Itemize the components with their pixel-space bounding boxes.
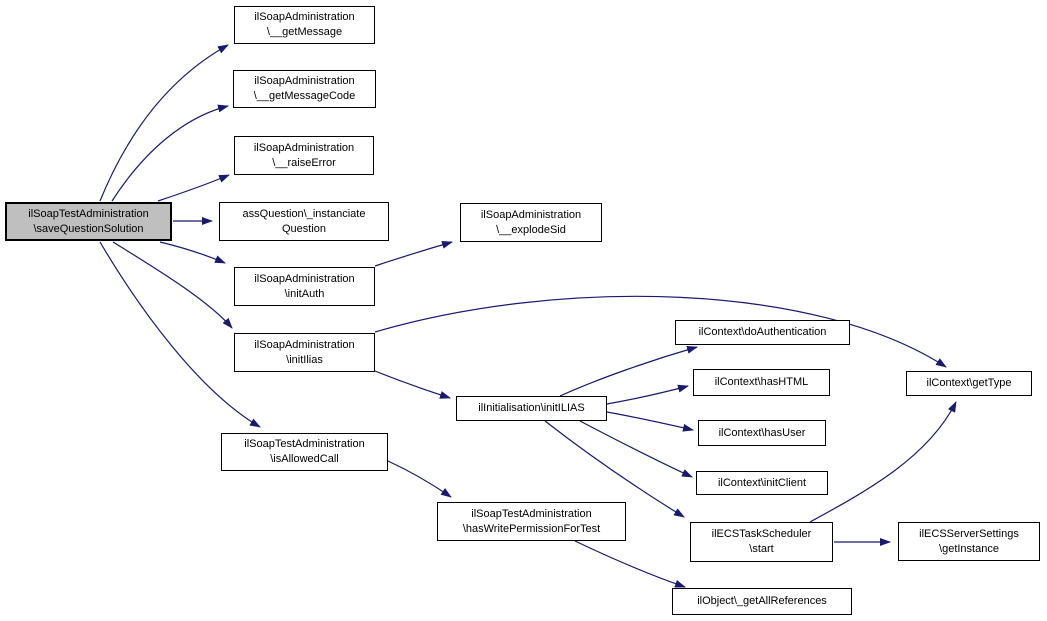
edge-saveQuestionSolution-to-getMessage xyxy=(99,44,229,202)
edge-hasWritePermissionForTest-to-getAllReferences xyxy=(574,540,686,588)
node-doAuthentication[interactable]: ilContext\doAuthentication xyxy=(675,320,850,345)
node-hasWritePermissionForTest[interactable]: ilSoapTestAdministration \hasWritePermis… xyxy=(437,502,626,541)
node-raiseError[interactable]: ilSoapAdministration \__raiseError xyxy=(234,136,374,175)
node-initILIAS[interactable]: ilInitialisation\initILIAS xyxy=(456,396,607,421)
edge-initILIAS-to-doAuthentication xyxy=(559,345,698,397)
node-getType[interactable]: ilContext\getType xyxy=(906,371,1032,396)
node-hasHTML[interactable]: ilContext\hasHTML xyxy=(693,369,830,396)
edge-initILIAS-to-initClient xyxy=(579,420,693,478)
edge-initIlias-to-initILIAS xyxy=(374,370,451,399)
node-getMessage[interactable]: ilSoapAdministration \__getMessage xyxy=(234,6,375,44)
edge-ecsTaskSchedulerStart-to-getType xyxy=(809,401,957,523)
node-ecsServerSettingsGetInstance[interactable]: ilECSServerSettings \getInstance xyxy=(898,522,1040,561)
edge-saveQuestionSolution-to-getMessageCode xyxy=(111,104,229,202)
edge-initIlias-to-getType xyxy=(374,295,947,368)
node-explodeSid[interactable]: ilSoapAdministration \__explodeSid xyxy=(460,203,602,242)
node-initAuth[interactable]: ilSoapAdministration \initAuth xyxy=(234,267,375,306)
edge-initILIAS-to-hasUser xyxy=(606,411,694,432)
node-getAllReferences[interactable]: ilObject\_getAllReferences xyxy=(672,588,852,615)
edge-initAuth-to-explodeSid xyxy=(374,240,453,267)
node-hasUser[interactable]: ilContext\hasUser xyxy=(698,420,826,446)
edge-saveQuestionSolution-to-initAuth xyxy=(159,241,226,264)
edge-saveQuestionSolution-to-raiseError xyxy=(157,174,230,202)
node-initIlias[interactable]: ilSoapAdministration \initIlias xyxy=(234,333,375,372)
edge-saveQuestionSolution-to-isAllowedCall xyxy=(99,241,261,428)
edge-initILIAS-to-ecsTaskSchedulerStart xyxy=(544,420,685,518)
node-isAllowedCall[interactable]: ilSoapTestAdministration \isAllowedCall xyxy=(221,433,388,471)
node-initClient[interactable]: ilContext\initClient xyxy=(696,471,828,495)
node-ecsTaskSchedulerStart[interactable]: ilECSTaskScheduler \start xyxy=(690,522,833,562)
node-saveQuestionSolution[interactable]: ilSoapTestAdministration \saveQuestionSo… xyxy=(5,202,172,241)
edge-isAllowedCall-to-hasWritePermissionForTest xyxy=(387,460,452,498)
node-instanciateQuestion[interactable]: assQuestion\_instanciate Question xyxy=(219,202,389,241)
edge-saveQuestionSolution-to-initIlias xyxy=(112,241,233,329)
node-getMessageCode[interactable]: ilSoapAdministration \__getMessageCode xyxy=(233,70,376,108)
edge-initILIAS-to-hasHTML xyxy=(606,384,689,405)
